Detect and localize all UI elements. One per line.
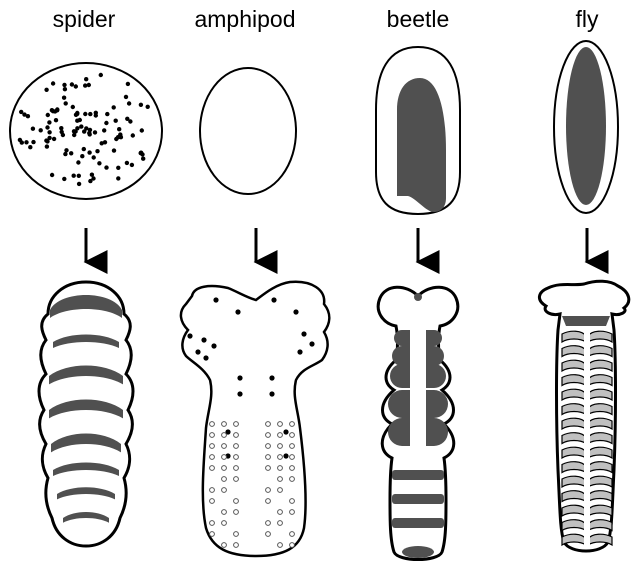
arrows	[86, 228, 587, 262]
beetle-germ-band	[397, 78, 446, 212]
embryo-spider	[39, 282, 133, 546]
egg-fly	[554, 41, 618, 213]
egg-spider	[10, 63, 162, 199]
egg-beetle	[376, 47, 460, 214]
embryo-amphipod	[181, 282, 329, 556]
embryo-fly	[539, 281, 628, 551]
egg-amphipod	[200, 68, 296, 194]
fly-germ-band	[566, 47, 606, 205]
embryo-beetle	[378, 287, 458, 559]
